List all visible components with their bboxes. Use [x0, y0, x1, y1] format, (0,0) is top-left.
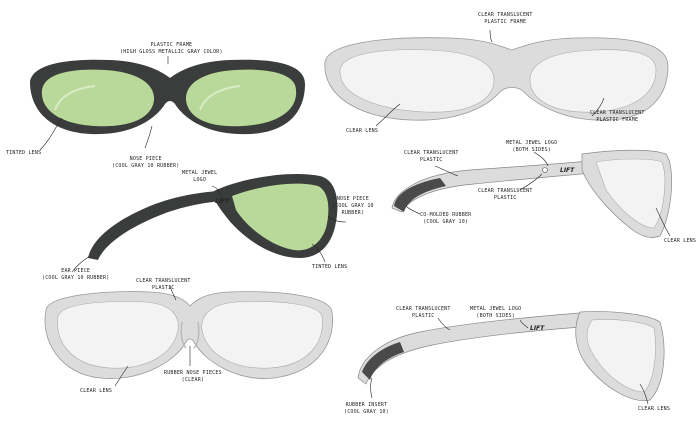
- clear-side-lens: [595, 158, 666, 229]
- callout-clear-lens: CLEAR LENS: [346, 128, 379, 134]
- callout-side-jewel-logo: METAL JEWEL LOGO(BOTH SIDES): [470, 306, 522, 319]
- callout-shield-clear-lens: CLEAR LENS: [80, 388, 113, 394]
- leader-line: [655, 207, 671, 237]
- leader-line: [533, 151, 549, 167]
- callout-nose-piece: NOSE PIECE(COOL GRAY 10 RUBBER): [112, 156, 180, 169]
- glasses-dark-side: LIFT: [88, 173, 338, 260]
- leader-line: [71, 255, 91, 273]
- leader-line: [169, 285, 177, 301]
- lens-highlight: [54, 85, 96, 111]
- leader-line: [327, 215, 347, 223]
- rubber-insert: [362, 342, 404, 380]
- glasses-clear-side-insert: LIFT: [357, 311, 665, 401]
- clear-lens-right: [529, 49, 657, 113]
- clear-shield-lens-left: [57, 301, 179, 369]
- callout-metal-jewel-logo-both: METAL JEWEL LOGO(BOTH SIDES): [506, 140, 558, 153]
- nose-pad: [180, 321, 187, 349]
- jewel-logo: LIFT: [530, 325, 545, 332]
- green-lens-right: [185, 69, 297, 127]
- jewel-logo: LIFT: [215, 198, 230, 205]
- callout-plastic-frame: PLASTIC FRAME(HIGH GLOSS METALLIC GRAY C…: [120, 42, 223, 55]
- clear-lens-left: [339, 49, 495, 113]
- hinge-screw: [542, 167, 548, 173]
- leader-line: [375, 103, 401, 127]
- callout-tinted-lens: TINTED LENS: [6, 150, 42, 156]
- glasses-dark-front: [30, 59, 305, 135]
- leader-line: [434, 165, 459, 177]
- jewel-logo: LIFT: [560, 167, 575, 174]
- comolded-rubber: [394, 178, 446, 212]
- callout-side-clear-lens: CLEAR LENS: [638, 406, 671, 412]
- leader-line: [114, 365, 129, 387]
- clear-shield-lens-right: [201, 301, 323, 369]
- leader-line: [370, 377, 373, 399]
- leader-line: [144, 125, 153, 149]
- leader-line: [437, 317, 451, 331]
- leader-line: [39, 117, 63, 151]
- glasses-clear-side-rubber: LIFT: [391, 149, 673, 238]
- leader-line: [519, 173, 543, 191]
- leader-line: [211, 185, 223, 199]
- callout-rubber-insert: RUBBER INSERT(COOL GRAY 10): [344, 402, 389, 415]
- leader-line: [591, 97, 605, 117]
- leader-line: [405, 205, 421, 215]
- leader-line: [489, 29, 493, 43]
- callout-rubber-nose-pieces: RUBBER NOSE PIECES(CLEAR): [164, 370, 222, 383]
- leader-line: [311, 243, 326, 263]
- nose-pad: [193, 321, 200, 349]
- green-side-lens: [232, 183, 329, 251]
- clear-shield-side-lens: [586, 319, 656, 393]
- green-lens-left: [41, 69, 155, 127]
- glasses-clear-front: [324, 37, 669, 121]
- leader-line: [519, 319, 529, 329]
- callout-comolded-rubber: CO-MOLDED RUBBER(COOL GRAY 10): [420, 212, 472, 225]
- lens-highlight: [199, 85, 241, 111]
- dark-temple-arm: [88, 190, 232, 260]
- callout-ear-piece: EAR PIECE(COOL GRAY 10 RUBBER): [42, 268, 110, 281]
- glasses-clear-shield-front: [44, 291, 333, 379]
- callout-clear-lens-side: CLEAR LENS: [664, 238, 697, 244]
- leader-line: [639, 383, 649, 405]
- callout-tinted-lens-side: TINTED LENS: [312, 264, 348, 270]
